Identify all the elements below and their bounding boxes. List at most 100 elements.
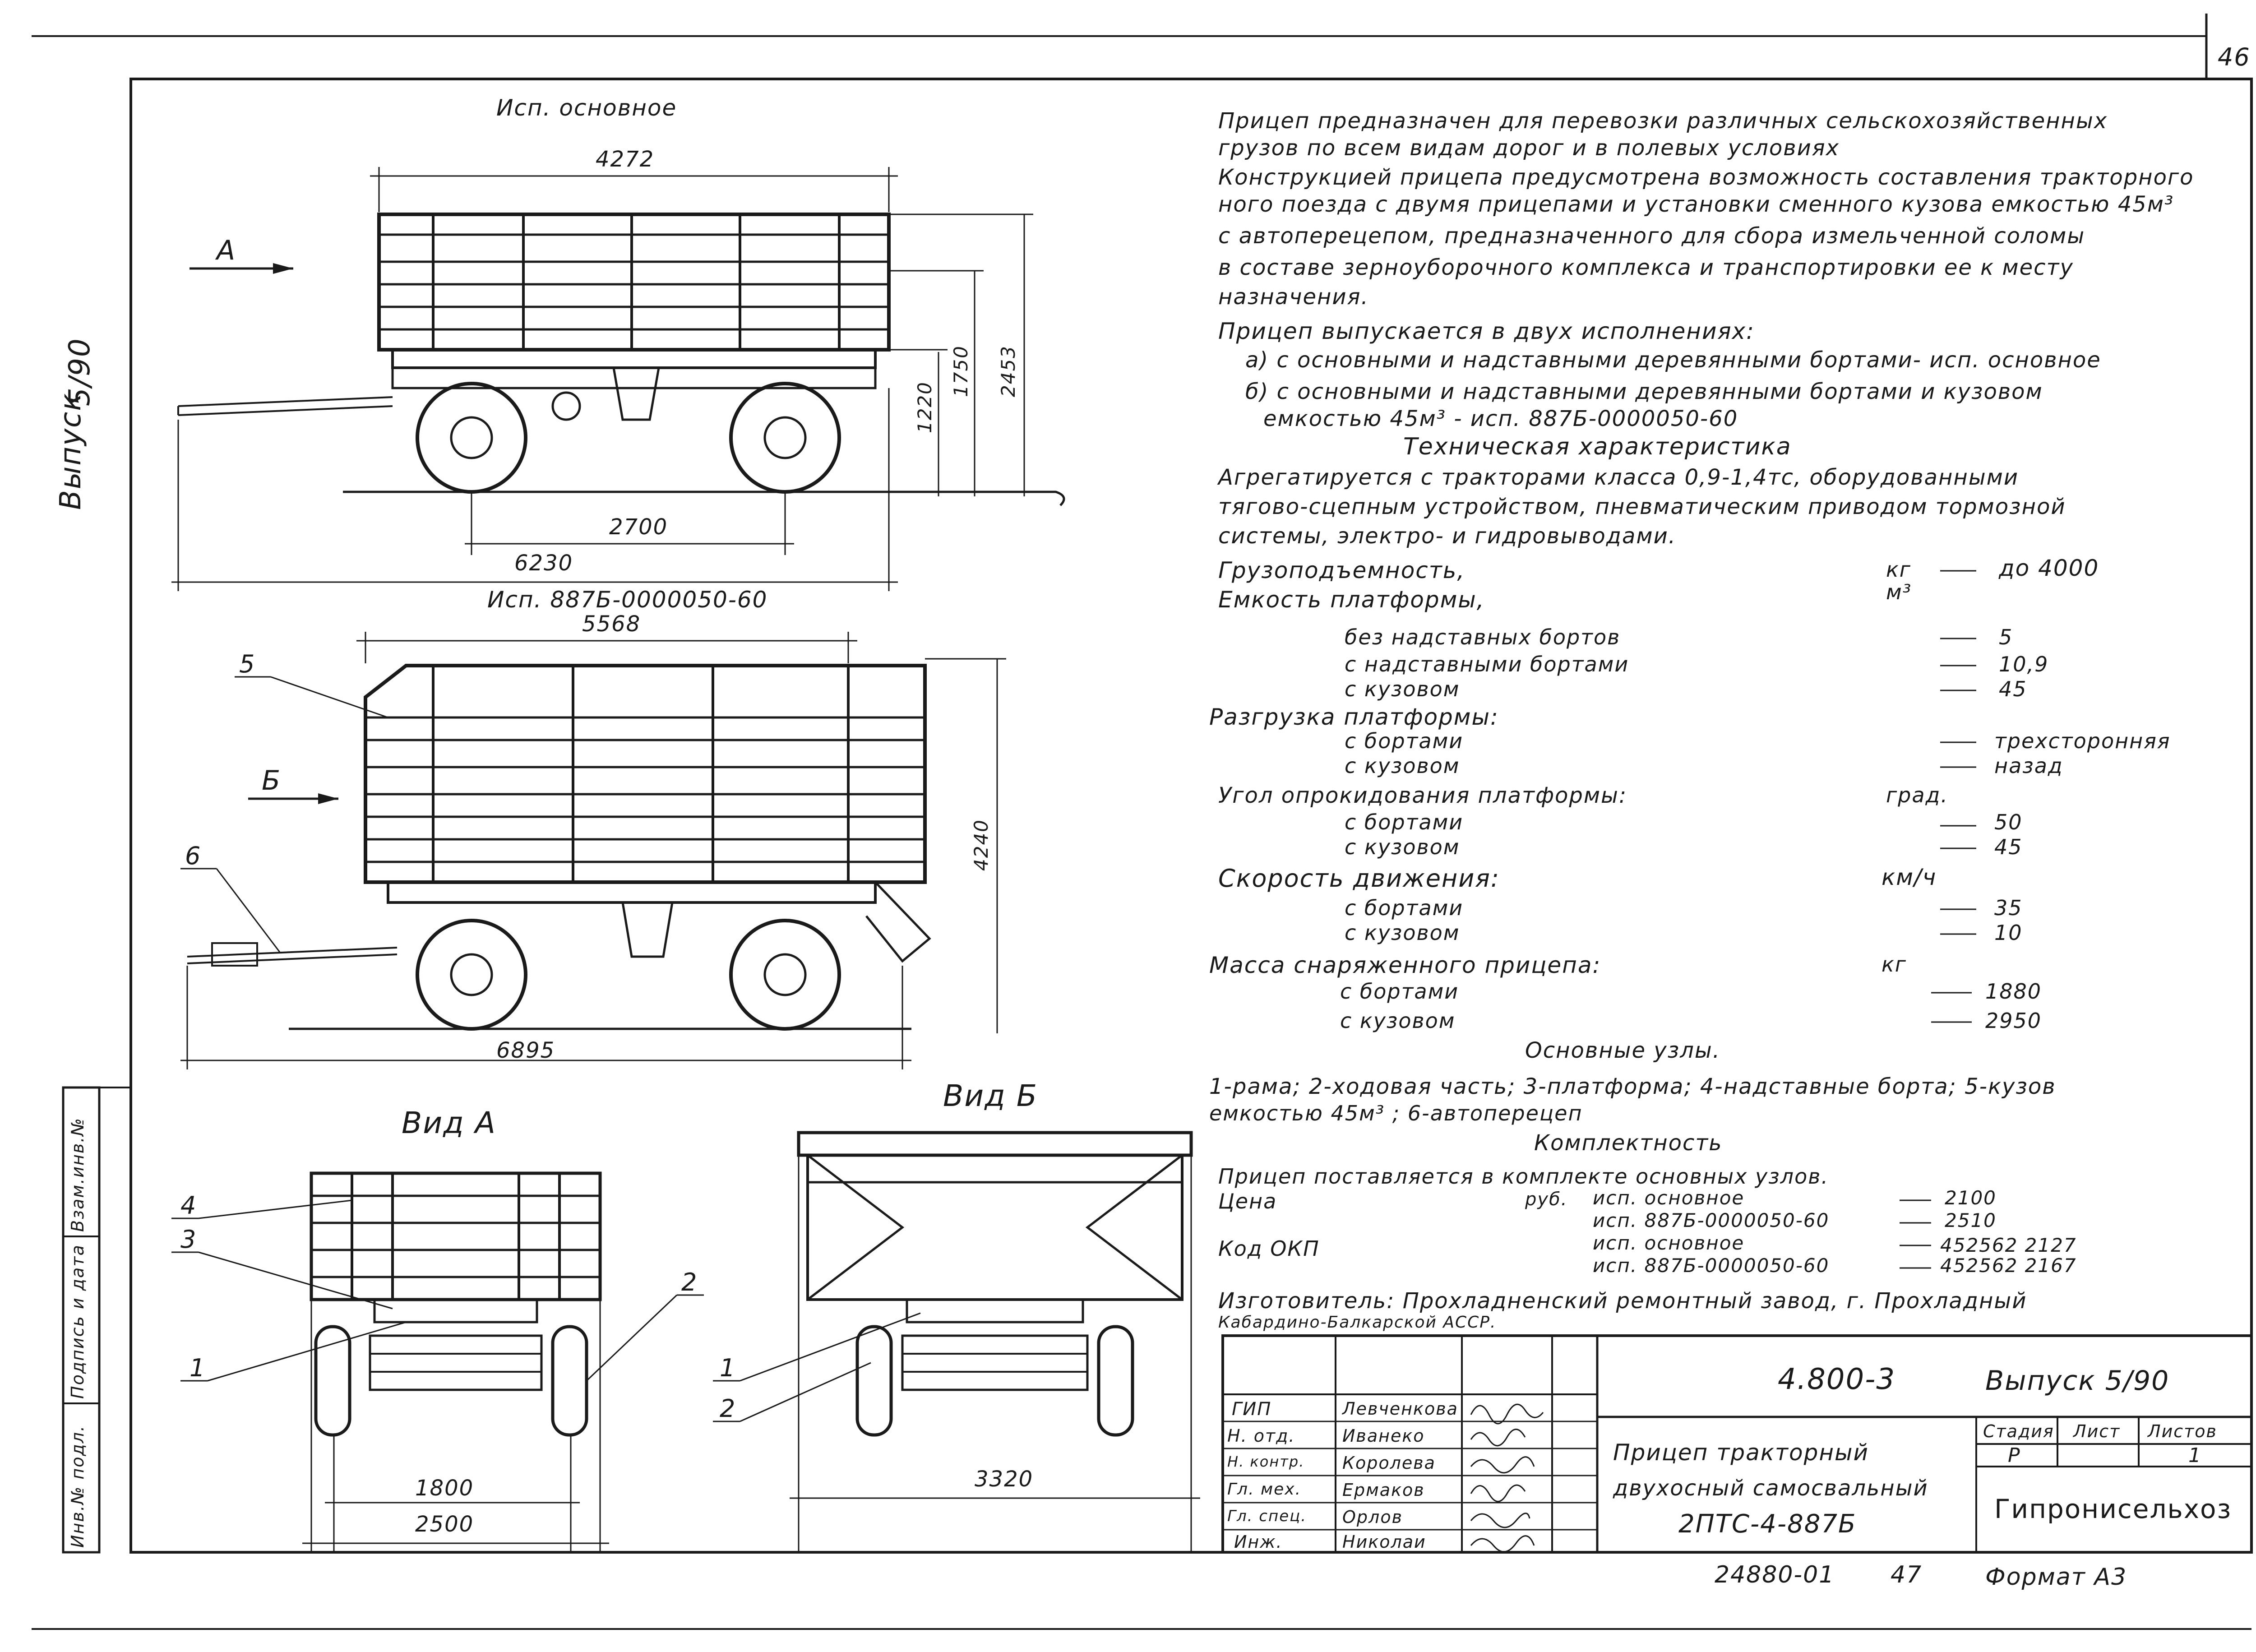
product-name-2: двухосный самосвальный <box>1613 1476 1928 1501</box>
spec-skor-bort-value: 35 <box>1994 896 2023 920</box>
name-inzh: Николаи <box>1342 1532 1426 1552</box>
nodes-line-1: 1-рама; 2-ходовая часть; 3-платформа; 4-… <box>1209 1074 2056 1099</box>
main-view-title: Исп. основное <box>496 95 677 121</box>
spec-razgr-kuz-label: с кузовом <box>1345 754 1460 778</box>
second-view-title: Исп. 887Б-0000050-60 <box>487 587 768 613</box>
spec-razgr-kuz-value: назад <box>1994 754 2063 778</box>
dim-2500: 2500 <box>415 1512 474 1537</box>
spec-skor-kuz-value: 10 <box>1994 921 2023 945</box>
intro-line-4: ного поезда с двумя прицепами и установк… <box>1218 192 2174 217</box>
spec-massa-label: Масса снаряженного прицепа: <box>1209 952 1601 978</box>
supply-text: Прицеп поставляется в комплекте основных… <box>1218 1164 1829 1189</box>
spec-massa-kuz-label: с кузовом <box>1340 1009 1456 1033</box>
stamp-vzam: Взам.инв.№ <box>68 1117 88 1232</box>
tech-title: Техническая характеристика <box>1403 433 1792 460</box>
variant-a: а) с основными и надставными деревянными… <box>1245 347 2101 373</box>
spec-razgr-bort-label: с бортами <box>1345 729 1464 753</box>
name-gip: Левченкова <box>1342 1399 1458 1419</box>
spec-dashes <box>1900 570 1976 1269</box>
stamp-podpis: Подпись и дата <box>68 1244 88 1399</box>
view-a-front <box>310 1171 602 1437</box>
page-number: 46 <box>2218 43 2251 71</box>
callout-leaders-view-b <box>713 1312 921 1422</box>
stage-header: Стадия <box>1983 1421 2054 1441</box>
variants-intro: Прицеп выпускается в двух исполнениях: <box>1218 318 1755 344</box>
agg-line-1: Агрегатируется с тракторами класса 0,9-1… <box>1218 465 2019 490</box>
side-vypusk-number: 5/90 <box>63 338 97 406</box>
spec-gruzopod-value: до 4000 <box>1999 555 2099 581</box>
footer-number: 24880-01 <box>1715 1561 1835 1588</box>
dim-1750: 1750 <box>950 345 972 397</box>
dim-2453: 2453 <box>997 345 1019 397</box>
stage-value: Р <box>2008 1444 2021 1467</box>
callout-3: 3 <box>180 1225 197 1254</box>
spec-skor-bort-label: с бортами <box>1345 896 1464 920</box>
dim-1220: 1220 <box>914 381 936 433</box>
komplektnost-title: Комплектность <box>1534 1130 1723 1156</box>
dim-1800: 1800 <box>415 1476 474 1501</box>
okp-value-2: 452562 2167 <box>1940 1254 2077 1277</box>
doc-code: 4.800-3 <box>1778 1363 1896 1396</box>
arrow-a-label: А <box>217 235 236 266</box>
okp-label: Код ОКП <box>1218 1236 1320 1261</box>
spec-bez-nadst-label: без надставных бортов <box>1345 625 1621 649</box>
view-a-title: Вид А <box>402 1106 496 1140</box>
product-name-3: 2ПТС-4-887Б <box>1678 1509 1857 1539</box>
dim-3320: 3320 <box>975 1467 1034 1492</box>
callout-1-view-b: 1 <box>720 1354 736 1382</box>
spec-bez-nadst-value: 5 <box>1999 625 2013 649</box>
name-n-kontr: Королева <box>1342 1453 1436 1473</box>
spec-s-kuzovom-value: 45 <box>1999 677 2027 701</box>
agg-line-2: тягово-сцепным устройством, пневматическ… <box>1218 494 2066 519</box>
role-inzh: Инж. <box>1234 1532 1283 1552</box>
okp-isp-1: исп. основное <box>1593 1232 1745 1254</box>
signatures <box>1470 1403 1544 1553</box>
organization-name: Гипронисельхоз <box>1994 1494 2232 1524</box>
role-gl-mekh: Гл. мех. <box>1227 1480 1302 1499</box>
callout-2-view-a: 2 <box>681 1268 698 1296</box>
spec-massa-bort-label: с бортами <box>1340 979 1459 1004</box>
spec-skorost-unit: км/ч <box>1882 864 1937 890</box>
intro-line-6: в составе зерноуборочного комплекса и тр… <box>1218 255 2074 280</box>
intro-line-3: Конструкцией прицепа предусмотрена возмо… <box>1218 165 2194 190</box>
price-unit: руб. <box>1525 1189 1568 1210</box>
price-value-2: 2510 <box>1945 1209 1997 1231</box>
spec-ugol-unit: град. <box>1886 783 1948 807</box>
spec-gruzopod-label: Грузоподъемность, <box>1218 557 1465 583</box>
title-block-vypusk: Выпуск 5/90 <box>1985 1365 2170 1397</box>
main-view-dimensions <box>171 167 1033 591</box>
view-b-rear <box>797 1131 1193 1437</box>
footer-page: 47 <box>1891 1561 1923 1588</box>
view-b-dimensions <box>790 1155 1200 1552</box>
name-gl-spets: Орлов <box>1342 1507 1403 1527</box>
spec-razgruzka-label: Разгрузка платформы: <box>1209 704 1499 730</box>
price-isp-1: исп. основное <box>1593 1187 1745 1209</box>
callout-leaders-view-a <box>171 1199 704 1382</box>
spec-skorost-label: Скорость движения: <box>1218 864 1500 893</box>
callout-6: 6 <box>185 842 202 870</box>
intro-line-2: грузов по всем видам дорог и в полевых у… <box>1218 135 1840 161</box>
role-n-kontr: Н. контр. <box>1227 1453 1305 1470</box>
sheet-header: Лист <box>2073 1421 2121 1441</box>
dim-6230: 6230 <box>514 551 573 576</box>
second-view-dimensions <box>180 632 1006 1069</box>
view-arrow-b <box>248 793 338 804</box>
nodes-title: Основные узлы. <box>1525 1038 1721 1063</box>
spec-gruzopod-unit: кг <box>1886 557 1911 582</box>
spec-ugol-bort-label: с бортами <box>1345 810 1464 834</box>
title-block-grid <box>1221 1334 2253 1554</box>
spec-s-kuzovom-label: с кузовом <box>1345 677 1460 701</box>
callout-2-view-b: 2 <box>720 1394 736 1423</box>
footer-format: Формат А3 <box>1985 1564 2127 1591</box>
dim-6895: 6895 <box>496 1038 555 1063</box>
role-gip: ГИП <box>1232 1399 1272 1420</box>
name-n-otd: Иванеко <box>1342 1426 1425 1446</box>
sheets-value: 1 <box>2188 1444 2202 1467</box>
spec-ugol-bort-value: 50 <box>1994 810 2023 834</box>
okp-value-1: 452562 2127 <box>1940 1234 2077 1256</box>
spec-emkost-unit: м³ <box>1886 580 1912 604</box>
arrow-b-label: Б <box>262 765 282 796</box>
spec-ugol-kuz-label: с кузовом <box>1345 835 1460 859</box>
stamp-inv-podl: Инв.№ подл. <box>68 1425 88 1548</box>
